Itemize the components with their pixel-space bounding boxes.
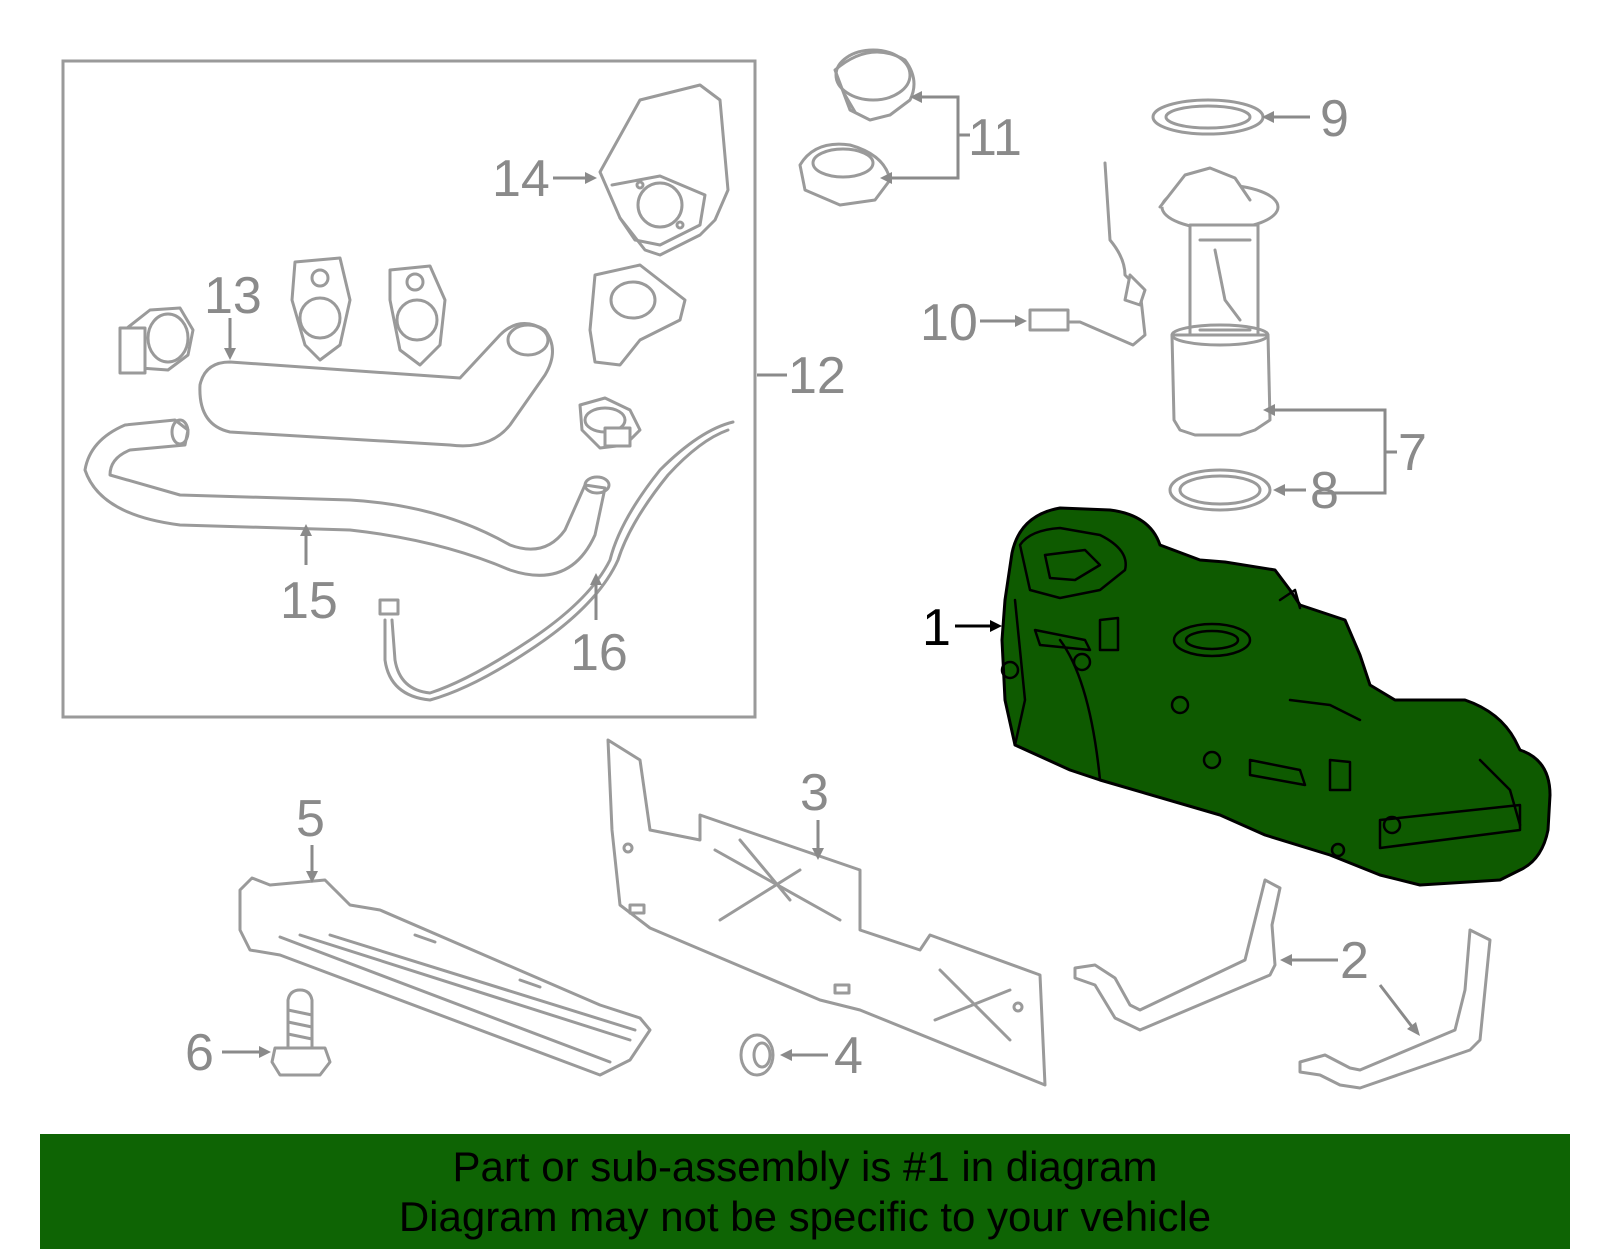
part-10-sender-harness[interactable] <box>1028 161 1147 347</box>
callout-10: 10 <box>920 294 978 352</box>
part-7-fuel-pump-module[interactable] <box>1158 166 1280 437</box>
callout-4: 4 <box>834 1027 863 1085</box>
sub-assembly-box-12 <box>61 59 757 719</box>
part-13-filler-neck-adapter[interactable] <box>588 263 687 367</box>
part-11-seal-ring[interactable] <box>798 142 892 207</box>
callout-3: 3 <box>800 764 829 822</box>
info-banner: Part or sub-assembly is #1 in diagram Di… <box>40 1134 1570 1249</box>
part-13-clamp[interactable] <box>118 306 195 375</box>
part-2-strap-a[interactable] <box>1073 878 1282 1032</box>
callout-11: 11 <box>968 109 1022 167</box>
callout-1: 1 <box>922 599 951 657</box>
part-9-lock-ring[interactable] <box>1151 98 1265 136</box>
part-14-filler-housing[interactable] <box>598 83 730 257</box>
callout-15: 15 <box>280 572 338 630</box>
part-5-skid-plate[interactable] <box>238 876 652 1077</box>
part-2-strap-b[interactable] <box>1298 928 1492 1090</box>
callout-13: 13 <box>204 267 262 325</box>
callout-2: 2 <box>1340 932 1369 990</box>
leader-lines <box>222 91 1420 1061</box>
banner-line-2: Diagram may not be specific to your vehi… <box>398 1192 1212 1240</box>
part-6-bolt[interactable] <box>270 988 332 1077</box>
part-1-fuel-tank[interactable] <box>1000 506 1552 887</box>
callout-6: 6 <box>185 1024 214 1082</box>
callout-14: 14 <box>492 150 550 208</box>
part-16-ground-wire[interactable] <box>378 420 735 702</box>
part-13-filler-hose[interactable] <box>198 322 554 448</box>
callout-9: 9 <box>1320 90 1349 148</box>
part-13-bracket-b[interactable] <box>388 264 447 367</box>
part-11-fuel-cap[interactable] <box>833 48 916 122</box>
part-4-grommet[interactable] <box>739 1033 775 1077</box>
callout-5: 5 <box>296 790 325 848</box>
part-15-vent-hose[interactable] <box>83 418 611 577</box>
banner-line-1: Part or sub-assembly is #1 in diagram <box>452 1142 1158 1190</box>
part-3-heat-shield[interactable] <box>606 738 1047 1087</box>
part-13-bracket-a[interactable] <box>290 256 352 362</box>
callout-16: 16 <box>570 624 628 682</box>
callout-8: 8 <box>1310 462 1339 520</box>
callout-7: 7 <box>1398 424 1427 482</box>
part-8-seal[interactable] <box>1168 468 1272 512</box>
part-13-small-clamp[interactable] <box>578 396 642 450</box>
callout-12: 12 <box>788 347 846 405</box>
